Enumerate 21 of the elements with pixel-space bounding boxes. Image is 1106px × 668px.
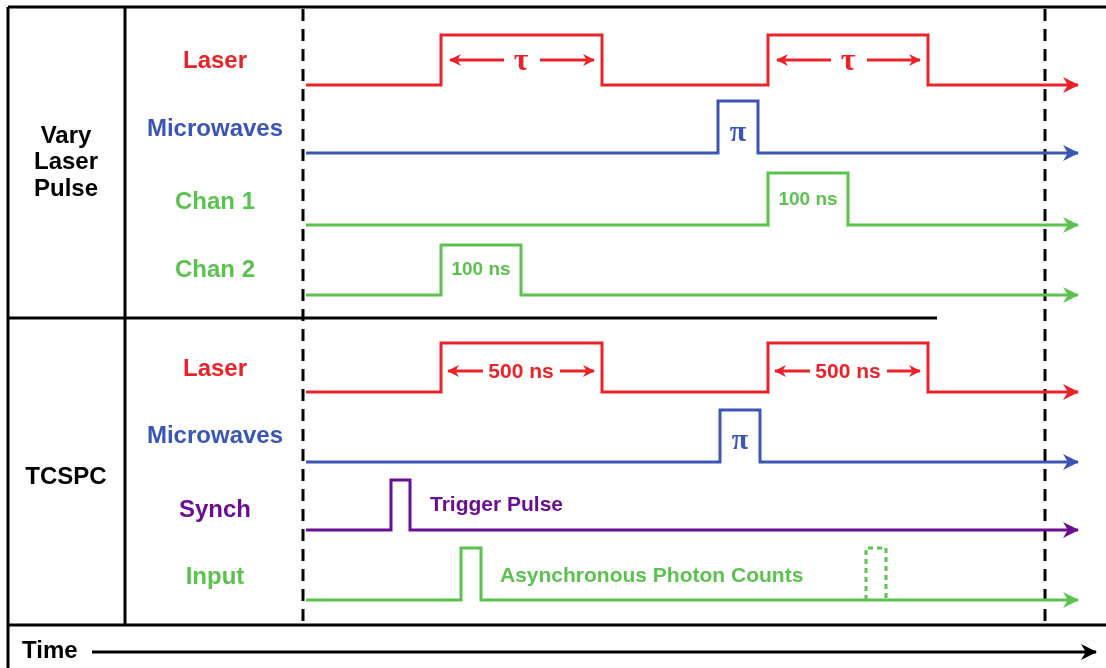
signal-name: Microwaves <box>146 114 284 142</box>
signal-name: Synch <box>179 495 251 523</box>
pulse-label: 100 ns <box>778 188 838 210</box>
signal-name: Laser <box>183 354 247 382</box>
pulse-label: Trigger Pulse <box>430 492 564 516</box>
pulse-label: τ <box>840 42 856 78</box>
row-title: TCSPC <box>25 462 107 490</box>
pulse-label: 500 ns <box>488 359 554 383</box>
pulse-label: π <box>729 113 747 147</box>
pulse-label: τ <box>513 42 529 78</box>
signal-name: Microwaves <box>146 421 284 449</box>
row-title: Vary Laser Pulse <box>32 122 99 202</box>
pulse-label: 100 ns <box>451 258 511 280</box>
signal-name: Chan 1 <box>175 187 255 215</box>
signal-name: Laser <box>183 46 247 74</box>
signal-name: Chan 2 <box>175 255 255 283</box>
signal-name: Input <box>185 562 245 590</box>
pulse-label: π <box>731 421 749 455</box>
pulse-label: Asynchronous Photon Counts <box>500 563 804 587</box>
axis-label: Time <box>22 636 78 664</box>
pulse-label: 500 ns <box>815 359 881 383</box>
